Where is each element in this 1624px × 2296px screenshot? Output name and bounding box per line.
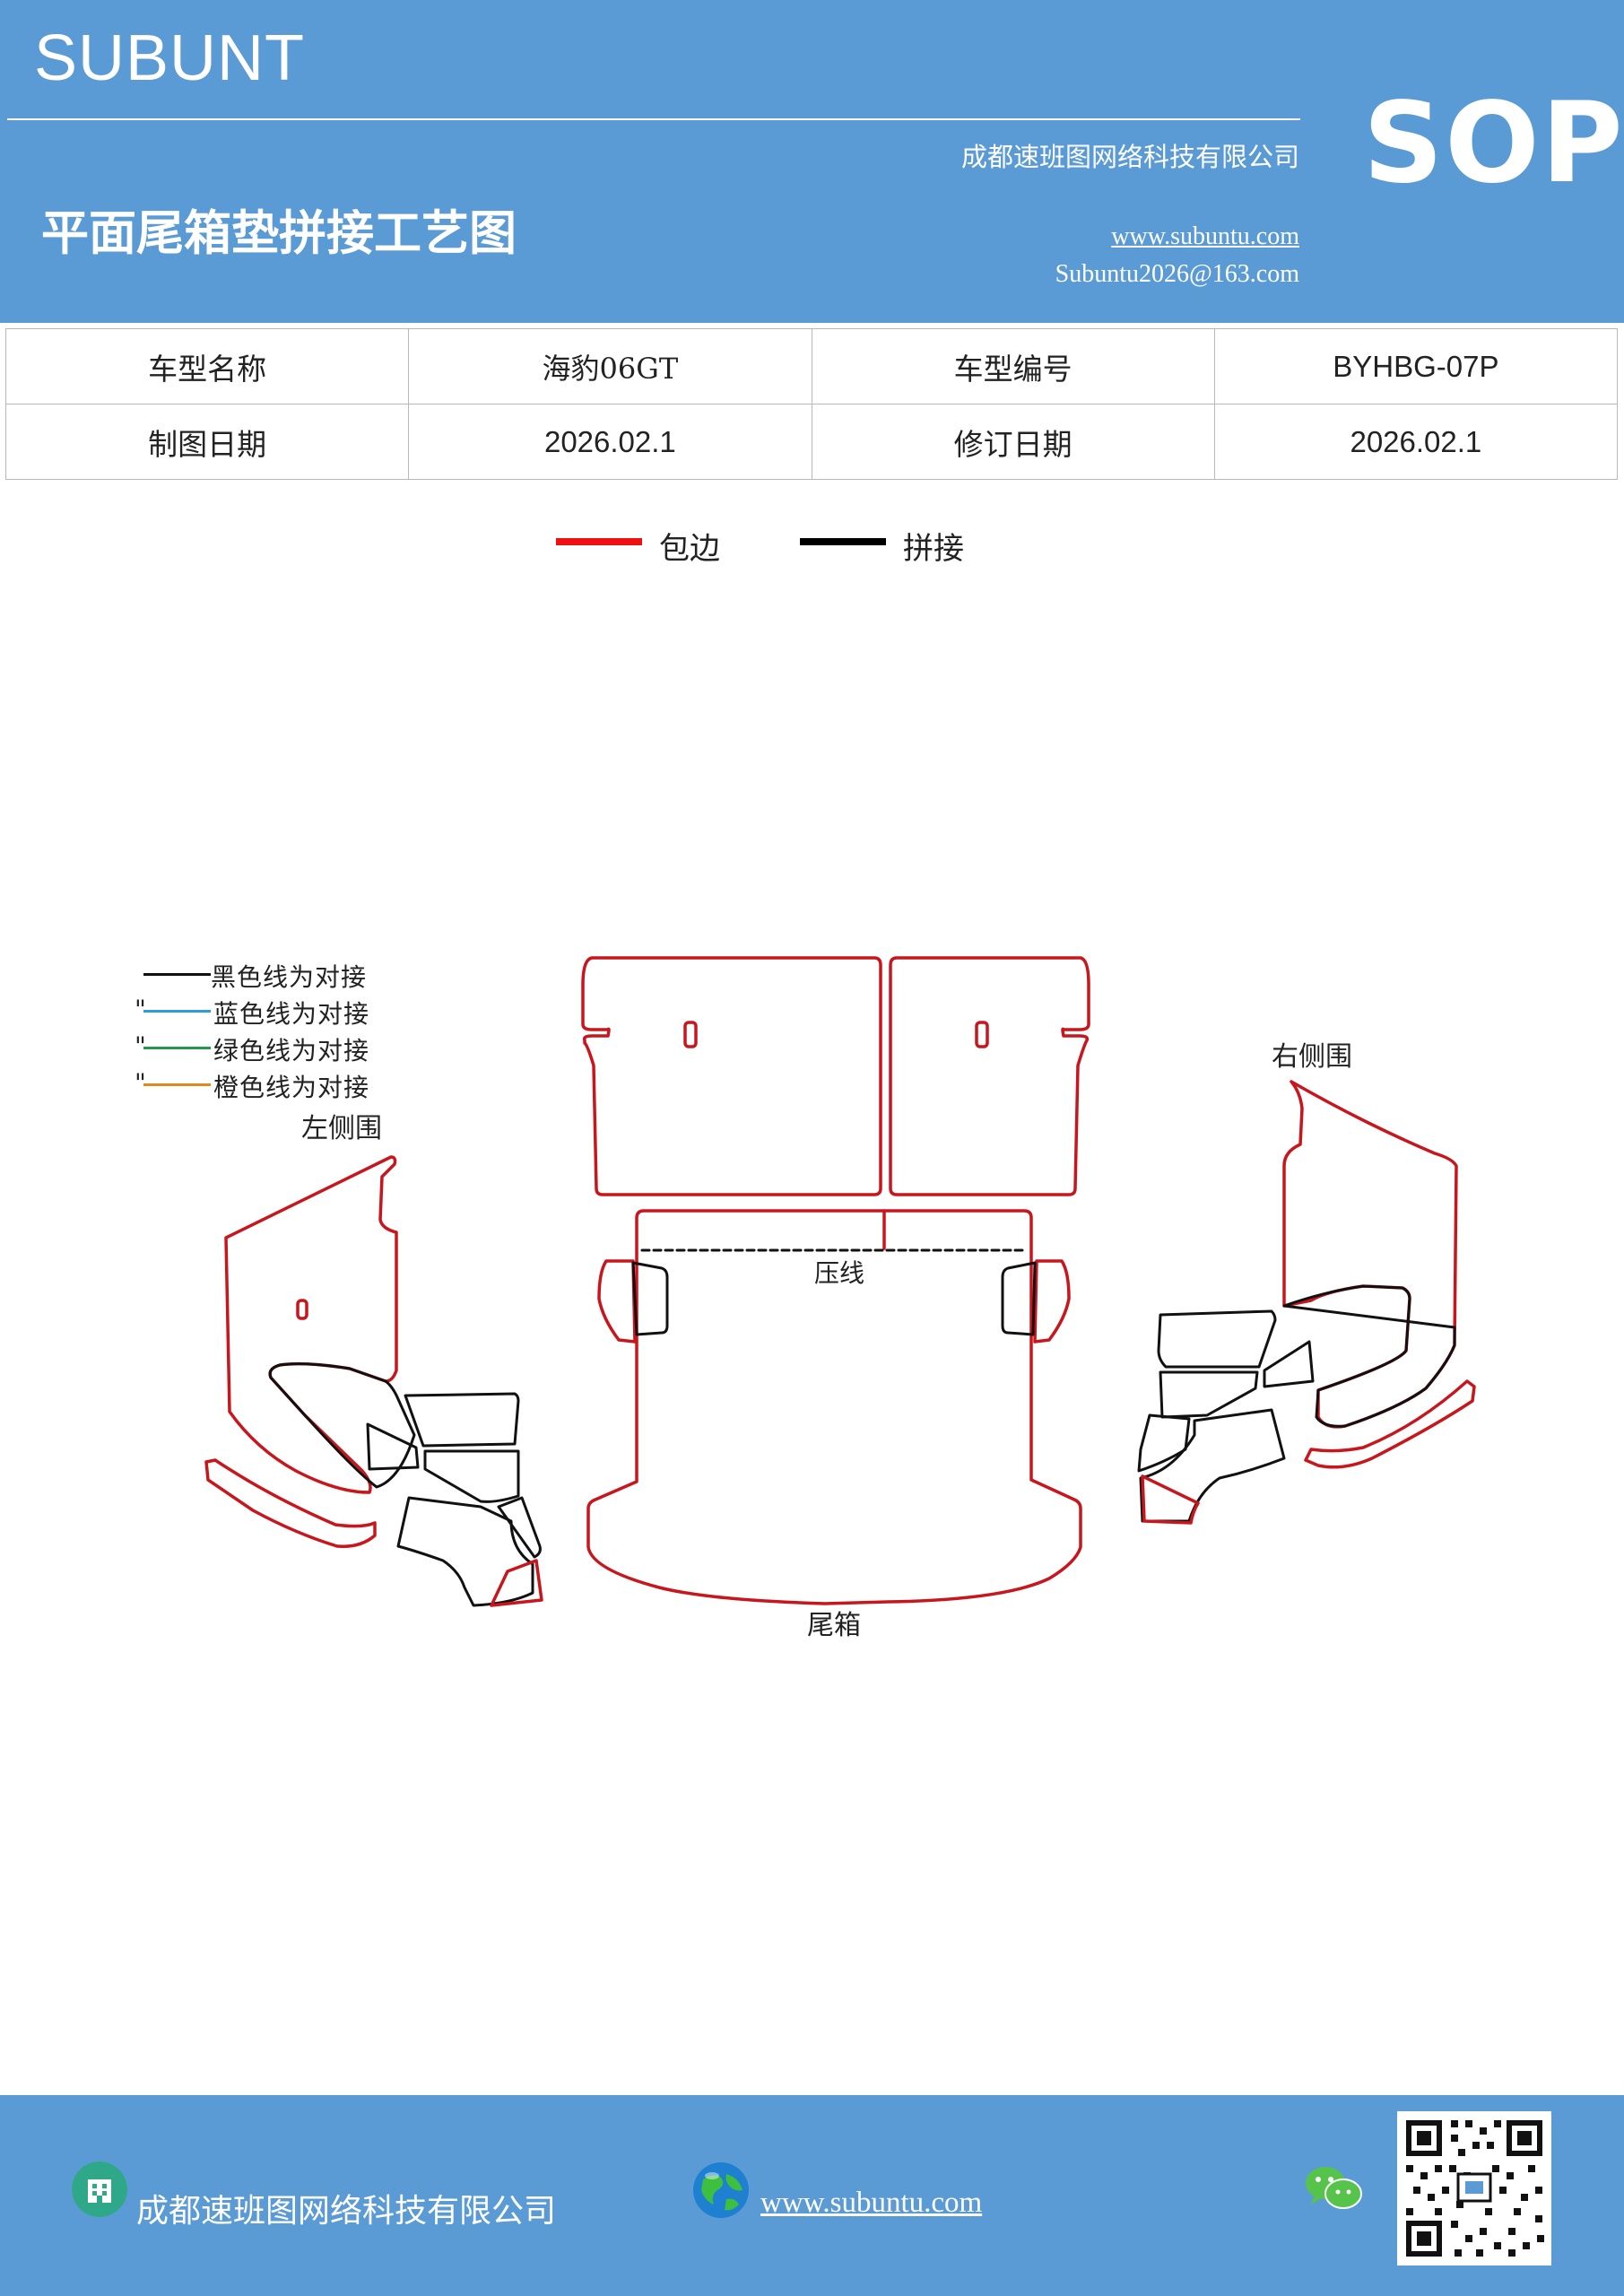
right-piece-6 [1141, 1474, 1200, 1525]
right-edge-strip [1304, 1379, 1476, 1469]
drawing-date-label: 制图日期 [4, 404, 410, 480]
brand-name: SUBUNT [34, 22, 306, 94]
right-piece-3 [1159, 1370, 1259, 1419]
sop-badge: SOP [1363, 79, 1624, 208]
left-side-seam-panel [268, 1362, 416, 1489]
left-side-label: 左侧围 [301, 1113, 382, 1144]
right-piece-2 [1263, 1340, 1315, 1388]
right-piece-4 [1137, 1413, 1191, 1473]
note-line-blue [143, 1010, 211, 1013]
building-icon [72, 2161, 127, 2217]
table-row: 车型名称 海豹06GT 车型编号 BYHBG-07P [4, 328, 1619, 404]
note-line-black [143, 973, 211, 976]
trunk-tab-left-inner [631, 1261, 669, 1336]
note-text: 黑色线为对接 [211, 962, 368, 992]
seat-panel-left-slot [683, 1021, 698, 1048]
note-quote: " [135, 995, 146, 1024]
seat-panel-right [889, 956, 1090, 1196]
legend-swatch-black [800, 538, 886, 545]
header-company: 成都速班图网络科技有限公司 [960, 142, 1299, 172]
footer-banner: 成都速班图网络科技有限公司 www.subuntu.com [0, 2095, 1624, 2296]
trunk-tab-right-inner [1001, 1261, 1037, 1336]
note-quote: " [135, 1068, 146, 1098]
legend-label: 拼接 [903, 531, 964, 567]
left-piece-3 [423, 1449, 520, 1503]
vehicle-info-table: 车型名称 海豹06GT 车型编号 BYHBG-07P 制图日期 2026.02.… [4, 328, 1619, 480]
left-piece-5 [497, 1496, 542, 1559]
document-title: 平面尾箱垫拼接工艺图 [41, 206, 517, 261]
model-code-label: 车型编号 [811, 328, 1215, 404]
table-row: 制图日期 2026.02.1 修订日期 2026.02.1 [4, 404, 1619, 480]
trunk-tab-left-outer [597, 1259, 637, 1344]
left-piece-4 [396, 1496, 534, 1607]
note-text: 橙色线为对接 [213, 1073, 370, 1102]
trunk-mat-pattern-diagram: 左侧围 右侧围 压线 尾箱 [204, 956, 1476, 1641]
revision-date-label: 修订日期 [811, 404, 1215, 480]
left-edge-strip [204, 1458, 377, 1548]
seat-panel-right-slot [975, 1021, 989, 1048]
globe-icon [693, 2162, 749, 2218]
revision-date-value: 2026.02.1 [1213, 404, 1619, 480]
legend-label: 包边 [659, 531, 720, 567]
model-code-value: BYHBG-07P [1213, 328, 1619, 404]
qr-code[interactable] [1397, 2111, 1551, 2266]
trunk-floor-panel [586, 1209, 1082, 1605]
drawing-date-value: 2026.02.1 [408, 404, 812, 480]
left-piece-1 [404, 1392, 520, 1448]
header-banner: SUBUNT 成都速班图网络科技有限公司 平面尾箱垫拼接工艺图 www.subu… [0, 0, 1624, 323]
note-line-orange [143, 1083, 211, 1086]
note-text: 蓝色线为对接 [213, 999, 370, 1029]
header-email[interactable]: Subuntu2026@163.com [1055, 260, 1299, 288]
header-website-link[interactable]: www.subuntu.com [1111, 222, 1299, 250]
left-side-panel [224, 1155, 398, 1494]
right-side-panel [1282, 1080, 1458, 1429]
right-side-seam-panel [1282, 1284, 1456, 1428]
trunk-label: 尾箱 [807, 1610, 861, 1641]
note-text: 绿色线为对接 [213, 1036, 370, 1065]
right-piece-1 [1157, 1309, 1277, 1369]
left-side-slot [296, 1299, 308, 1320]
model-name-value: 海豹06GT [408, 328, 812, 404]
right-side-label: 右侧围 [1272, 1041, 1352, 1073]
left-piece-6 [490, 1559, 543, 1607]
press-line-label: 压线 [814, 1258, 864, 1288]
left-piece-2 [366, 1422, 420, 1471]
trunk-tab-right-outer [1033, 1259, 1071, 1344]
seat-panel-left [581, 956, 882, 1196]
wechat-icon[interactable] [1302, 2161, 1365, 2215]
footer-website-link[interactable]: www.subuntu.com [760, 2187, 983, 2219]
note-quote: " [135, 1031, 146, 1061]
model-name-label: 车型名称 [4, 328, 410, 404]
legend-swatch-red [556, 538, 642, 545]
footer-company: 成都速班图网络科技有限公司 [136, 2193, 557, 2230]
header-divider [7, 118, 1300, 120]
right-piece-5 [1139, 1408, 1286, 1523]
note-line-green [143, 1047, 211, 1049]
